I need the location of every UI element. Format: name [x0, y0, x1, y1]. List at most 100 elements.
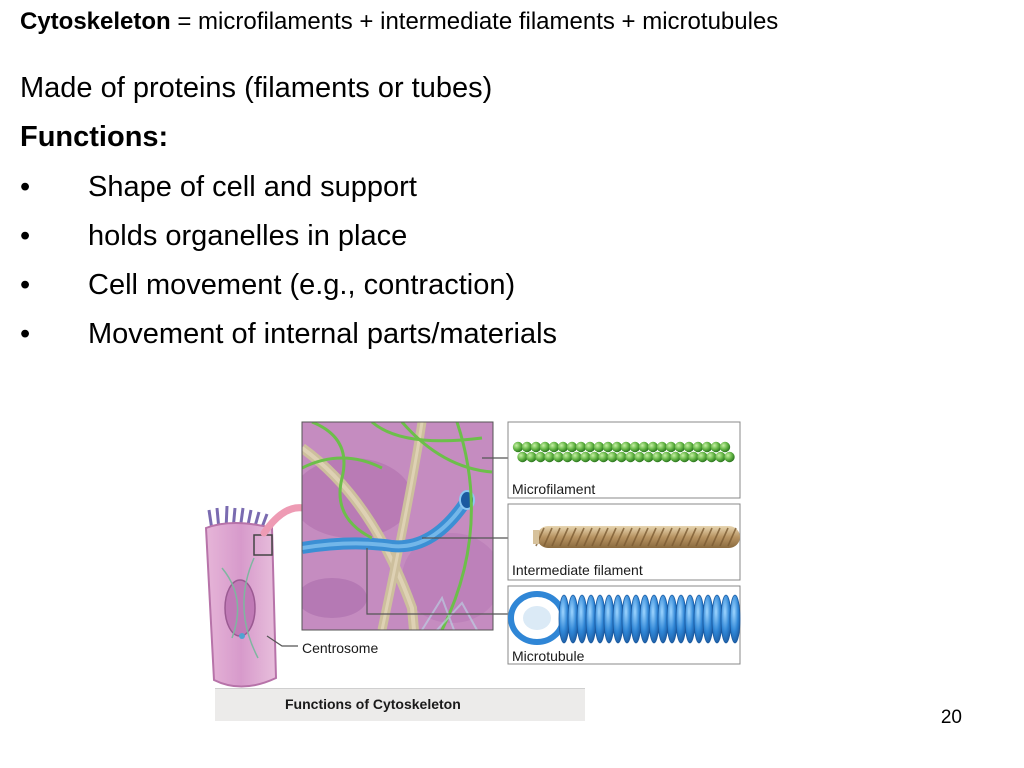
rope-strand	[575, 527, 585, 547]
actin-bead	[535, 451, 546, 463]
actin-bead	[593, 441, 605, 453]
tubulin-ring	[567, 594, 579, 644]
actin-bead	[566, 441, 578, 453]
actin-bead	[715, 451, 726, 463]
actin-bead	[697, 451, 708, 463]
actin-bead	[724, 451, 735, 463]
rope-strand	[663, 527, 673, 547]
actin-bead	[701, 441, 713, 453]
actin-bead	[625, 451, 636, 463]
actin-bead	[598, 451, 609, 463]
microfilament-label: Microfilament	[512, 481, 596, 497]
tubulin-ring	[657, 594, 669, 644]
tubulin-ring	[702, 594, 714, 644]
title-term: Cytoskeleton	[20, 8, 171, 35]
rope-strand	[631, 527, 641, 547]
tubulin-ring	[693, 594, 705, 644]
bullet-dot: •	[20, 171, 31, 203]
zoom-panel	[301, 421, 494, 631]
actin-bead	[652, 451, 663, 463]
rope-strand	[551, 527, 561, 547]
intermediate-filament-panel	[507, 503, 741, 581]
tubulin-ring	[594, 594, 606, 644]
tubulin-ring	[585, 594, 597, 644]
tubulin-ring	[729, 594, 741, 644]
actin-bead	[638, 441, 650, 453]
bullet-dot: •	[20, 220, 31, 252]
bullet-text: holds organelles in place	[88, 220, 408, 252]
figure-caption-bar	[215, 688, 585, 721]
rope-strand	[607, 527, 617, 547]
rope-strand	[599, 527, 609, 547]
tubulin-ring	[603, 594, 615, 644]
actin-bead	[710, 441, 722, 453]
rope-strand	[647, 527, 657, 547]
rope-strand	[711, 527, 721, 547]
rope-strand	[719, 527, 729, 547]
figure-caption: Functions of Cytoskeleton	[285, 696, 461, 712]
functions-heading: Functions:	[20, 121, 169, 153]
actin-bead	[647, 441, 659, 453]
rope-strand	[615, 527, 625, 547]
rope-strand	[687, 527, 697, 547]
actin-bead	[719, 441, 731, 453]
bullet-text: Movement of internal parts/materials	[88, 318, 558, 350]
rope-strand	[695, 527, 705, 547]
rope-strand	[671, 527, 681, 547]
microtubule-label: Microtubule	[512, 648, 585, 664]
actin-bead	[530, 441, 542, 453]
actin-bead	[661, 451, 672, 463]
slide-title: Cytoskeleton = microfilaments + intermed…	[20, 8, 778, 36]
tubulin-ring	[666, 594, 678, 644]
rope-strand	[543, 527, 553, 547]
tubulin-ring	[675, 594, 687, 644]
actin-bead	[539, 441, 551, 453]
tubulin-ring	[558, 594, 570, 644]
cell-drawing	[204, 505, 278, 688]
actin-bead	[683, 441, 695, 453]
tubulin-ring	[711, 594, 723, 644]
leader-lines	[266, 457, 508, 647]
actin-bead	[557, 441, 569, 453]
actin-bead	[544, 451, 555, 463]
cytoskeleton-figure: Microfilament Intermediate filament Micr…	[192, 408, 752, 721]
bullet-dot: •	[20, 318, 31, 350]
rope-strand	[583, 527, 593, 547]
centrosome-label: Centrosome	[302, 640, 379, 656]
actin-bead	[517, 451, 528, 463]
actin-bead	[575, 441, 587, 453]
subtitle: Made of proteins (filaments or tubes)	[20, 72, 493, 104]
actin-bead	[607, 451, 618, 463]
actin-bead	[674, 441, 686, 453]
actin-bead	[620, 441, 632, 453]
bullet-text: Shape of cell and support	[88, 171, 417, 203]
microtubule-panel	[507, 585, 741, 665]
actin-bead	[584, 441, 596, 453]
bullet-text: Cell movement (e.g., contraction)	[88, 269, 516, 301]
cytoskeleton-illustration	[204, 421, 741, 688]
actin-bead	[643, 451, 654, 463]
title-definition: = microfilaments + intermediate filament…	[170, 8, 779, 35]
actin-bead	[548, 441, 560, 453]
tubulin-ring	[720, 594, 732, 644]
rope-strand	[623, 527, 633, 547]
rope-strand	[727, 527, 737, 547]
tubulin-ring	[684, 594, 696, 644]
actin-bead	[692, 441, 704, 453]
rope-strand	[559, 527, 569, 547]
rope-strand	[567, 527, 577, 547]
rope-strand	[655, 527, 665, 547]
actin-bead	[562, 451, 573, 463]
tubulin-ring	[630, 594, 642, 644]
actin-bead	[634, 451, 645, 463]
tubulin-ring	[576, 594, 588, 644]
rope-strand	[679, 527, 689, 547]
actin-bead	[706, 451, 717, 463]
actin-bead	[656, 441, 668, 453]
actin-bead	[512, 441, 524, 453]
actin-bead	[521, 441, 533, 453]
actin-bead	[589, 451, 600, 463]
tubulin-ring	[621, 594, 633, 644]
microfilament-panel	[507, 421, 741, 499]
rope-strand	[639, 527, 649, 547]
